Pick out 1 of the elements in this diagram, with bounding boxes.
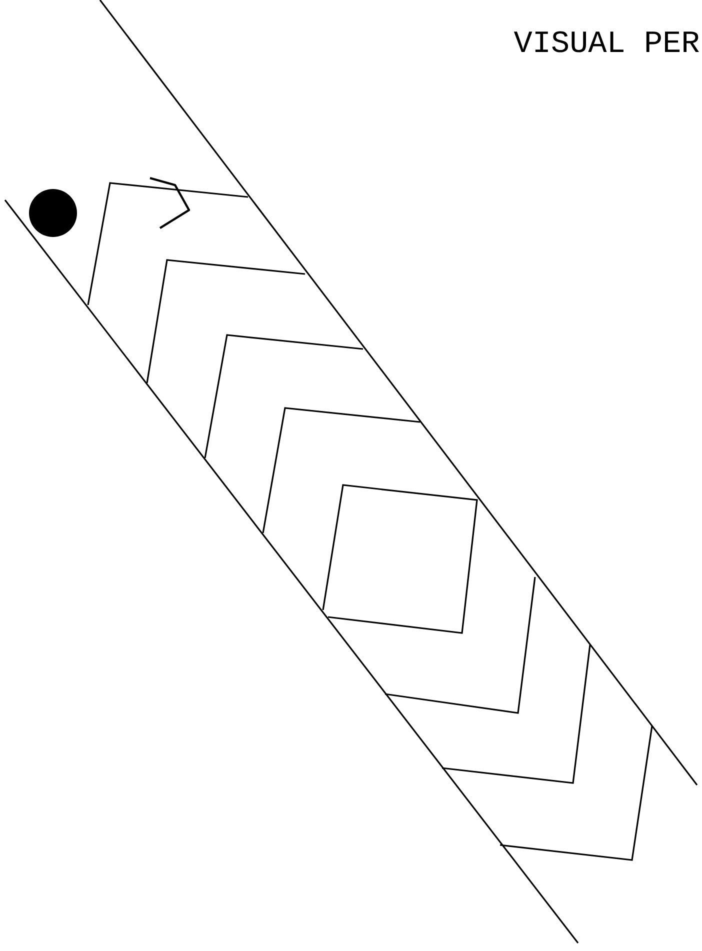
title: VISUAL PER — [514, 31, 699, 52]
